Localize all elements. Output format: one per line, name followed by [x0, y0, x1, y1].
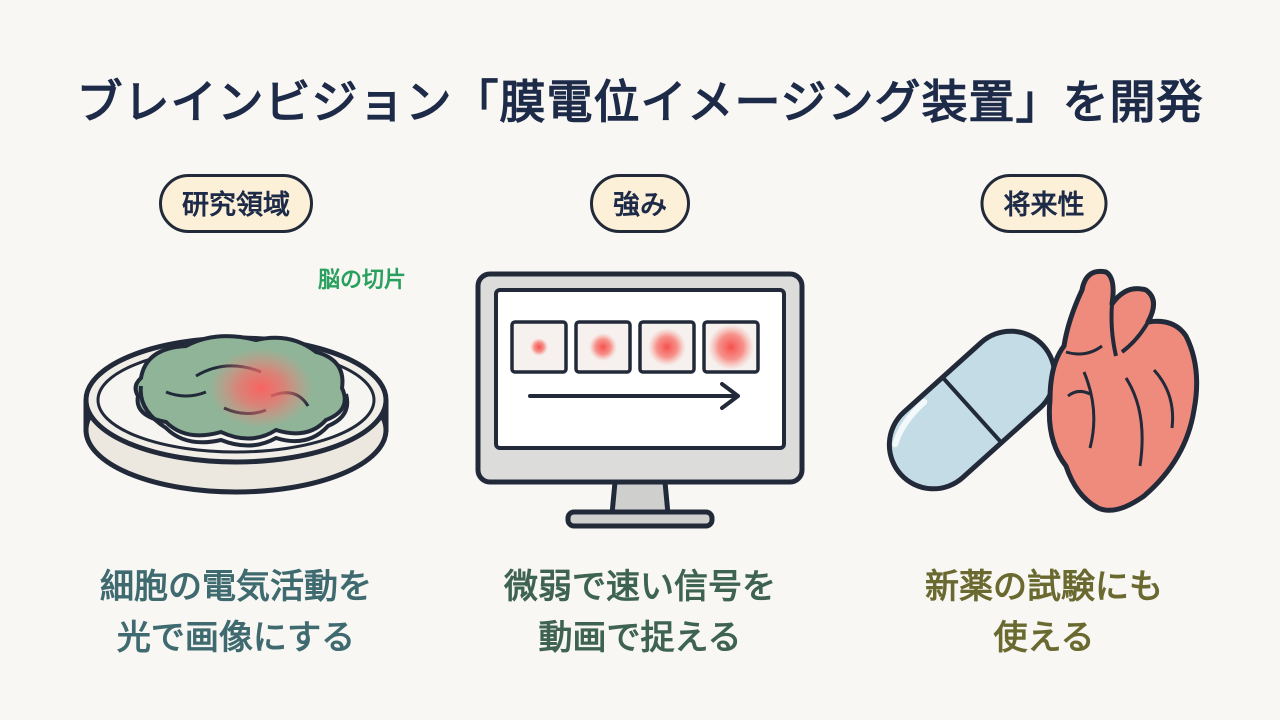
- research-area-label: 研究領域: [159, 174, 313, 233]
- brain-slice-annotation: 脳の切片: [318, 268, 407, 293]
- future-caption: 新薬の試験にも 使える: [834, 562, 1254, 664]
- page-title: ブレインビジョン「膜電位イメージング装置」を開発: [76, 75, 1204, 129]
- strength-caption-line-2: 動画で捉える: [538, 618, 742, 658]
- column-strength: 強み 微弱で速い信号を 動画で捉える: [430, 170, 850, 690]
- strength-label: 強み: [590, 174, 690, 233]
- research-area-caption-line-1: 細胞の電気活動を: [100, 567, 372, 607]
- future-caption-line-2: 使える: [993, 618, 1095, 658]
- strength-caption: 微弱で速い信号を 動画で捉える: [430, 562, 850, 664]
- future-caption-line-1: 新薬の試験にも: [925, 567, 1163, 607]
- research-area-caption: 細胞の電気活動を 光で画像にする: [26, 562, 446, 664]
- monitor-signal-icon: [475, 271, 805, 529]
- column-research-area: 研究領域 細胞の電気活動を 光で画像にする: [26, 170, 446, 690]
- capsule-heart-icon: [886, 268, 1200, 513]
- research-area-caption-line-2: 光で画像にする: [116, 618, 356, 658]
- future-label: 将来性: [980, 174, 1108, 233]
- petri-dish-brain-icon: [83, 334, 389, 495]
- strength-caption-line-1: 微弱で速い信号を: [504, 567, 776, 607]
- column-future: 将来性 新薬の試験にも 使える: [834, 170, 1254, 690]
